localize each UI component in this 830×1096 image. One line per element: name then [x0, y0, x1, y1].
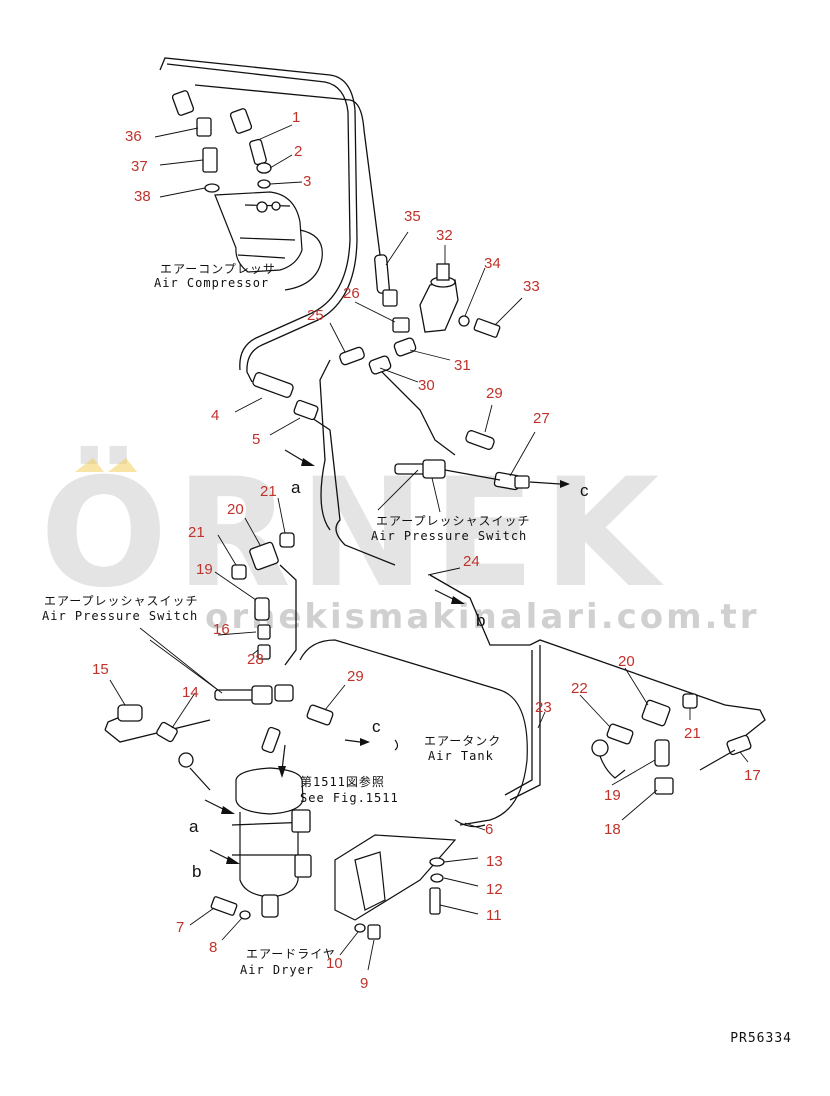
part-number-12: 12: [486, 881, 503, 898]
part-number-21-top: 21: [260, 483, 277, 500]
part-number-25: 25: [307, 307, 324, 324]
label-air-pressure-switch-upper-jp: エアープレッシャスイッチ: [376, 514, 531, 528]
part-number-18: 18: [604, 821, 621, 838]
part-number-7: 7: [176, 919, 184, 936]
connection-a-upper: a: [291, 478, 301, 497]
fitting-group-4-5: [252, 372, 319, 421]
air-pressure-switch-upper: [394, 430, 570, 491]
watermark: ÖRNEK ornekismakinalari.com.tr: [40, 445, 760, 637]
label-see-fig-en: See Fig.1511: [300, 791, 399, 805]
part-number-20-left: 20: [227, 501, 244, 518]
part-number-15: 15: [92, 661, 109, 678]
bracket: [334, 834, 457, 921]
part-number-1: 1: [292, 109, 300, 126]
part-number-34: 34: [484, 255, 501, 272]
part-number-20-right: 20: [618, 653, 635, 670]
part-number-10: 10: [326, 955, 343, 972]
connection-b-lower: b: [192, 862, 201, 881]
part-number-8: 8: [209, 939, 217, 956]
fitting-group-top-left: [171, 90, 272, 193]
drawing-code: PR56334: [730, 1031, 792, 1046]
leader-lines: [109, 124, 749, 971]
part-number-21-right: 21: [684, 725, 701, 742]
arrow-b1-icon: [451, 596, 465, 604]
part-number-2: 2: [294, 143, 302, 160]
label-air-pressure-switch-lower-en: Air Pressure Switch: [42, 609, 198, 623]
part-number-4: 4: [211, 407, 219, 424]
part-number-17: 17: [744, 767, 761, 784]
part-number-6: 6: [485, 821, 493, 838]
fitting-group-right: [591, 693, 752, 795]
part-number-16: 16: [213, 621, 230, 638]
air-compressor: [214, 191, 323, 291]
part-number-21-left: 21: [188, 524, 205, 541]
part-number-27: 27: [533, 410, 550, 427]
component-labels: エアーコンプレッサ Air Compressor エアープレッシャスイッチ Ai…: [42, 262, 531, 977]
part-number-38: 38: [134, 188, 151, 205]
part-number-29-upper: 29: [486, 385, 503, 402]
watermark-accent-left: [75, 458, 104, 472]
label-air-pressure-switch-lower-jp: エアープレッシャスイッチ: [44, 594, 199, 608]
label-air-tank-jp: エアータンク: [424, 734, 501, 748]
fasteners: [210, 857, 445, 940]
part-number-19-left: 19: [196, 561, 213, 578]
pipe-c2: [344, 738, 399, 751]
part-number-31: 31: [454, 357, 471, 374]
part-number-11: 11: [486, 907, 502, 924]
flow-arrows: [204, 449, 465, 864]
label-air-dryer-en: Air Dryer: [240, 963, 314, 977]
fitting-group-center: [339, 254, 501, 375]
part-number-33: 33: [523, 278, 540, 295]
connection-c-upper: c: [580, 481, 589, 500]
arrow-b2-icon: [226, 856, 240, 864]
connection-letters: a b c c a b: [189, 478, 589, 881]
part-number-26: 26: [343, 285, 360, 302]
pipes: [104, 57, 766, 801]
part-number-35: 35: [404, 208, 421, 225]
arrow-c1-icon: [560, 480, 570, 488]
label-air-compressor-en: Air Compressor: [154, 276, 269, 290]
part-number-22: 22: [571, 680, 588, 697]
label-see-fig-jp: 第1511図参照: [300, 774, 385, 789]
part-number-36: 36: [125, 128, 142, 145]
label-air-compressor-jp: エアーコンプレッサ: [160, 262, 276, 276]
air-dryer: [231, 767, 312, 918]
arrow-c2-icon: [360, 738, 370, 746]
part-number-29-lower: 29: [347, 668, 364, 685]
part-number-13: 13: [486, 853, 503, 870]
part-number-30: 30: [418, 377, 435, 394]
part-number-37: 37: [131, 158, 148, 175]
part-number-32: 32: [436, 227, 453, 244]
part-number-28: 28: [247, 651, 264, 668]
connection-c-lower: c: [372, 717, 381, 736]
part-numbers: 1 2 3 4 5 6 7 8 9 10 11 12 13 14 15 16 1…: [92, 109, 761, 992]
fitting-group-lower-left: [117, 684, 334, 791]
air-tank: [299, 639, 528, 828]
label-air-tank-en: Air Tank: [428, 749, 494, 763]
connection-b-upper: b: [476, 611, 485, 630]
arrow-see-fig-icon: [278, 766, 286, 778]
arrow-a1-icon: [301, 458, 315, 466]
label-air-pressure-switch-upper-en: Air Pressure Switch: [371, 529, 527, 543]
fitting-group-left-middle: [231, 532, 295, 660]
part-number-9: 9: [360, 975, 368, 992]
part-number-19-right: 19: [604, 787, 621, 804]
part-number-5: 5: [252, 431, 260, 448]
part-number-23: 23: [535, 699, 552, 716]
watermark-brand: ÖRNEK: [40, 445, 667, 621]
part-number-3: 3: [303, 173, 311, 190]
part-number-14: 14: [182, 684, 199, 701]
watermark-accent-right: [108, 458, 137, 472]
part-number-24: 24: [463, 553, 480, 570]
connection-a-lower: a: [189, 817, 199, 836]
arrow-a2-icon: [221, 806, 235, 814]
label-air-dryer-jp: エアードライヤ: [246, 947, 336, 961]
watermark-site: ornekismakinalari.com.tr: [205, 597, 760, 637]
